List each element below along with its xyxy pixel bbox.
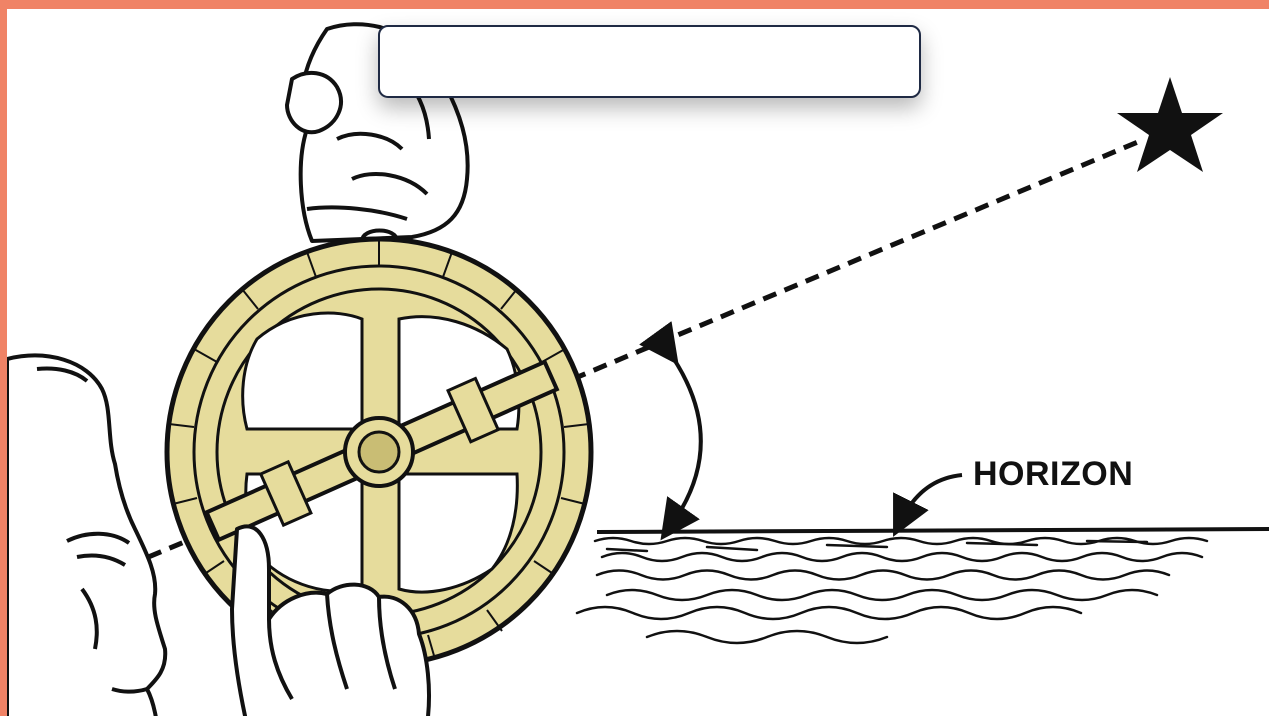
title-label-box bbox=[378, 25, 921, 98]
sea-waves bbox=[577, 538, 1207, 643]
horizon-pointer-arrow bbox=[902, 475, 962, 519]
horizon-line bbox=[597, 529, 1269, 532]
angle-arc-arrow bbox=[667, 349, 701, 524]
astrolabe-illustration bbox=[7, 9, 1269, 716]
horizon-label: HORIZON bbox=[973, 455, 1133, 494]
face bbox=[7, 356, 165, 716]
star-icon bbox=[1117, 77, 1223, 172]
